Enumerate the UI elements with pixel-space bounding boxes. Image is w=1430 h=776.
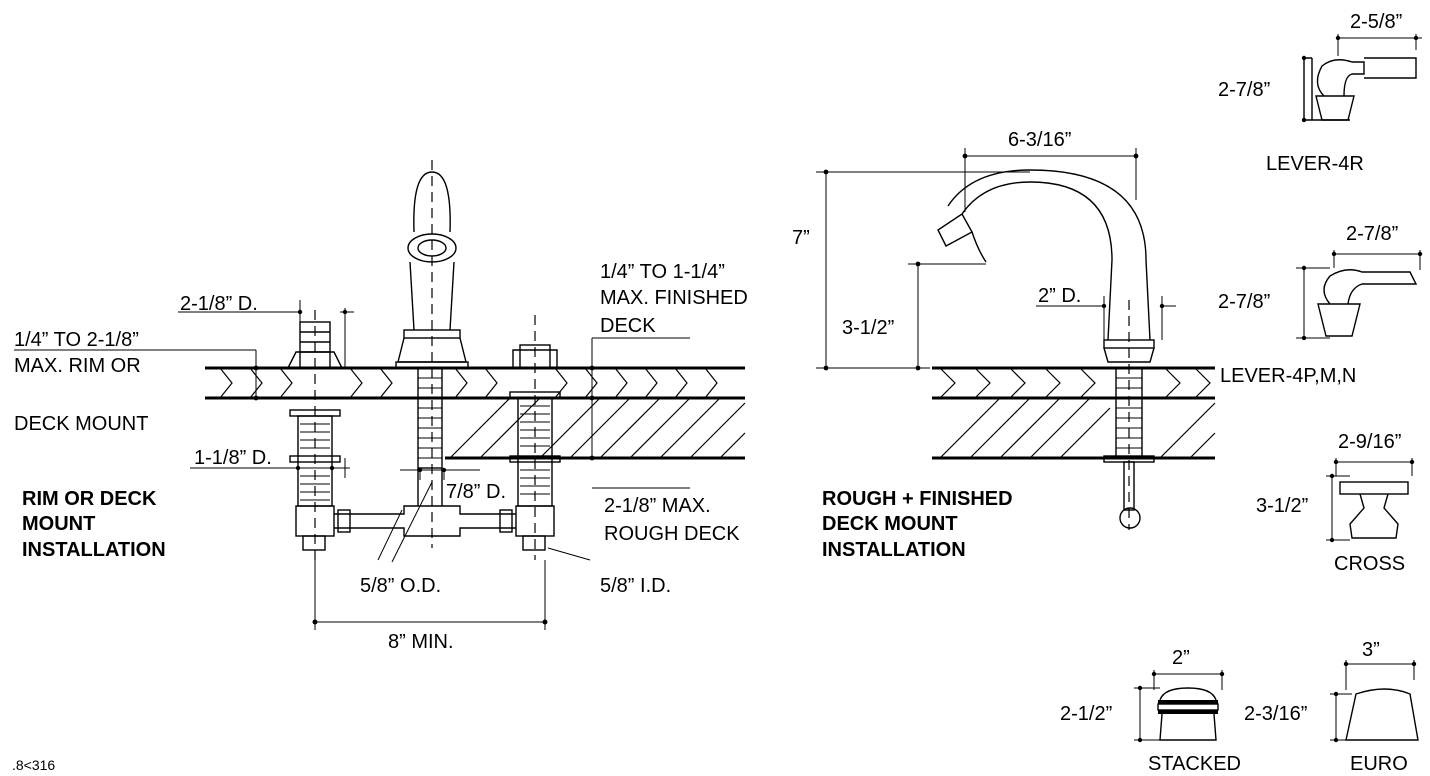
drawing-code: .8<316 [12, 757, 55, 773]
rim-deck-range-label: DECK MOUNT [14, 413, 148, 435]
stacked-label: STACKED [1148, 753, 1241, 775]
right-installation-drawing [816, 148, 1216, 530]
lever-4pmn-label: LEVER-4P,M,N [1220, 365, 1356, 387]
cross-height: 3-1/2” [1256, 495, 1308, 517]
euro-width: 3” [1362, 639, 1380, 661]
rim-deck-title: INSTALLATION [22, 539, 166, 561]
handle-euro: 3” 2-3/16” EURO [1244, 639, 1419, 775]
lever-4pmn-width: 2-7/8” [1346, 223, 1398, 245]
center-diameter-label: 7/8” D. [446, 481, 506, 503]
handle-stacked: 2” 2-1/2” STACKED [1060, 647, 1241, 775]
base-diameter-label: 2” D. [1038, 285, 1081, 307]
rough-finished-title: ROUGH + FINISHED [822, 488, 1013, 510]
left-texts: 2-1/8” D. 1/4” TO 2-1/8” MAX. RIM OR DEC… [14, 261, 748, 653]
handle-cross: 2-9/16” 3-1/2” CROSS [1256, 431, 1415, 575]
cross-label: CROSS [1334, 553, 1405, 575]
spacing-label: 8” MIN. [388, 631, 454, 653]
outlet-height-label: 3-1/2” [842, 317, 894, 339]
euro-height: 2-3/16” [1244, 703, 1307, 725]
rough-finished-title: DECK MOUNT [822, 513, 958, 535]
stacked-height: 2-1/2” [1060, 703, 1112, 725]
valve-diameter-label: 1-1/8” D. [194, 447, 272, 469]
spout-diameter-label: 2-1/8” D. [180, 293, 258, 315]
left-installation-drawing [14, 160, 746, 630]
finished-deck-label: 1/4” TO 1-1/4” [600, 261, 725, 283]
rim-deck-range-label: 1/4” TO 2-1/8” [14, 329, 139, 351]
od-label: 5/8” O.D. [360, 575, 441, 597]
lever-4r-height: 2-7/8” [1218, 79, 1270, 101]
finished-deck-label: DECK [600, 315, 656, 337]
reach-label: 6-3/16” [1008, 129, 1071, 151]
id-label: 5/8” I.D. [600, 575, 671, 597]
rough-deck-label: ROUGH DECK [604, 523, 740, 545]
rough-deck-label: 2-1/8” MAX. [604, 495, 711, 517]
lever-4r-label: LEVER-4R [1266, 153, 1364, 175]
rim-deck-title: MOUNT [22, 513, 95, 535]
stacked-width: 2” [1172, 647, 1190, 669]
height-label: 7” [792, 227, 810, 249]
finished-deck-label: MAX. FINISHED [600, 287, 748, 309]
right-texts: 6-3/16” 7” 3-1/2” 2” D. ROUGH + FINISHED… [792, 129, 1081, 561]
handle-lever-4r: 2-5/8” 2-7/8” LEVER-4R [1218, 11, 1422, 175]
rim-deck-title: RIM OR DECK [22, 488, 157, 510]
lever-4pmn-height: 2-7/8” [1218, 291, 1270, 313]
lever-4r-width: 2-5/8” [1350, 11, 1402, 33]
cross-width: 2-9/16” [1338, 431, 1401, 453]
rim-deck-range-label: MAX. RIM OR [14, 355, 141, 377]
handle-lever-4pmn: 2-7/8” 2-7/8” LEVER-4P,M,N [1218, 223, 1423, 387]
euro-label: EURO [1350, 753, 1408, 775]
rough-finished-title: INSTALLATION [822, 539, 966, 561]
